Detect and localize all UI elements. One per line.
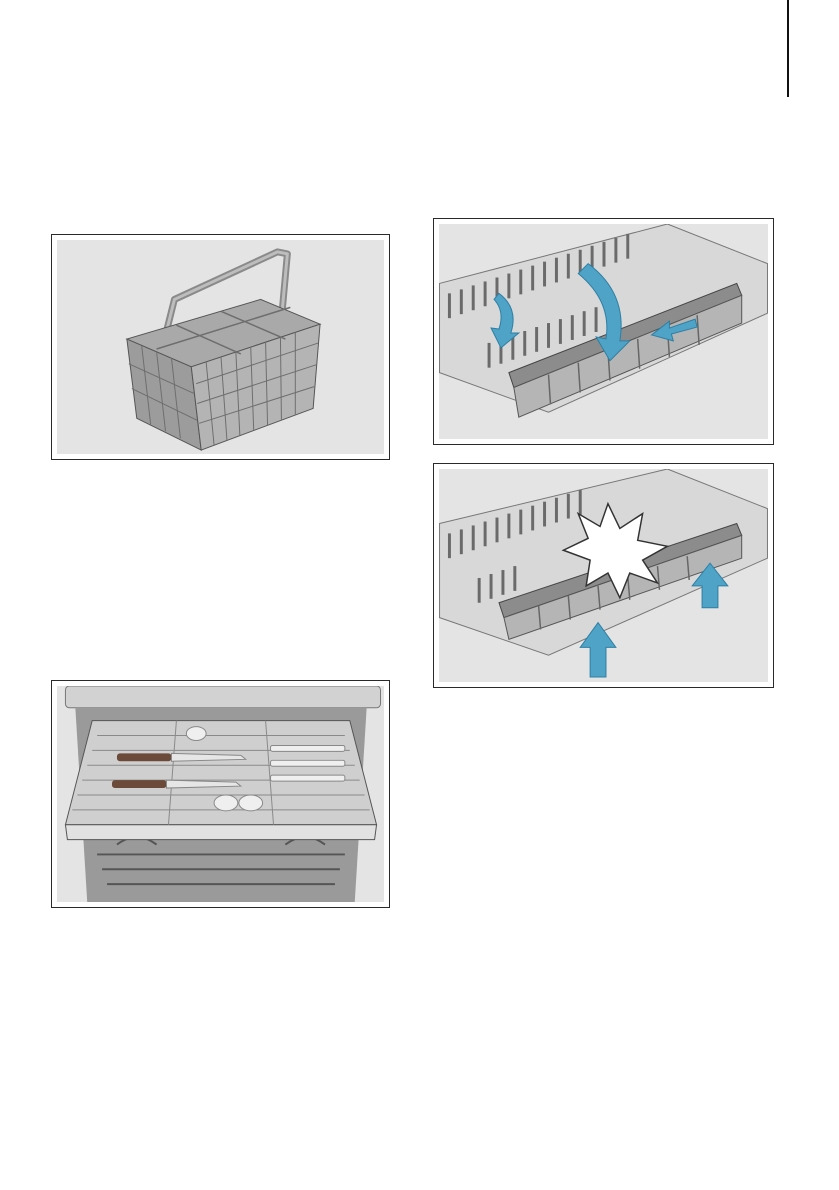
rack-fold-figure — [433, 218, 774, 445]
rack-fold-down-icon — [439, 224, 768, 439]
rack-lift-up-icon — [439, 469, 768, 682]
rack-lift-figure — [433, 463, 774, 688]
cutlery-drawer-icon — [57, 686, 384, 902]
cutlery-drawer-figure — [51, 680, 390, 908]
cutlery-basket-figure — [51, 234, 390, 460]
cutlery-basket-icon — [57, 240, 384, 454]
margin-rule — [787, 0, 789, 97]
